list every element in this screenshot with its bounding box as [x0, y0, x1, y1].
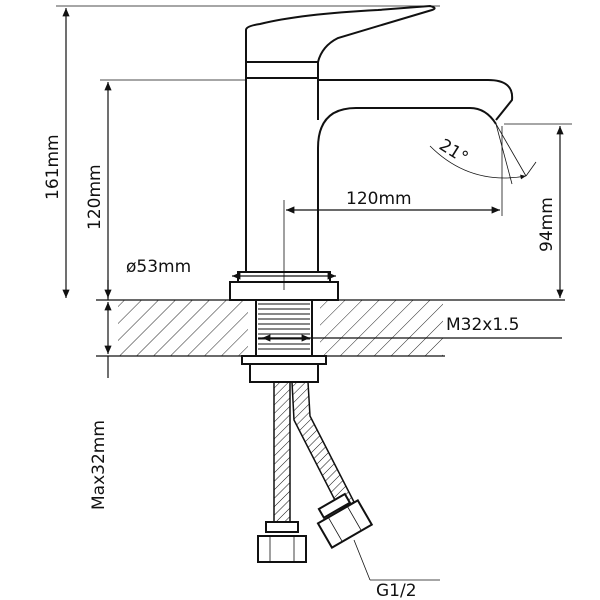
- label-max-thickness: Max32mm: [89, 420, 109, 510]
- flexible-hoses: [257, 381, 374, 563]
- label-diameter: ø53mm: [126, 257, 191, 277]
- dimension-outlet-height: 94mm: [504, 123, 572, 298]
- label-thread: M32x1.5: [446, 315, 519, 335]
- threaded-shank: [241, 299, 327, 383]
- dimension-angle: 21°: [429, 123, 537, 185]
- dimension-spout-height-left: 120mm: [85, 79, 246, 298]
- callout-connection: G1/2: [353, 539, 440, 600]
- label-angle: 21°: [435, 135, 471, 168]
- dimension-max-thickness: Max32mm: [89, 280, 112, 510]
- dimension-diameter: ø53mm: [126, 257, 336, 280]
- dimension-thread: M32x1.5: [258, 315, 562, 342]
- dimension-total-height: 161mm: [43, 5, 440, 298]
- label-reach: 120mm: [346, 189, 412, 209]
- label-connection: G1/2: [376, 581, 417, 600]
- label-total-height: 161mm: [43, 134, 63, 200]
- label-spout-height: 120mm: [85, 164, 105, 230]
- label-outlet-height: 94mm: [537, 197, 557, 252]
